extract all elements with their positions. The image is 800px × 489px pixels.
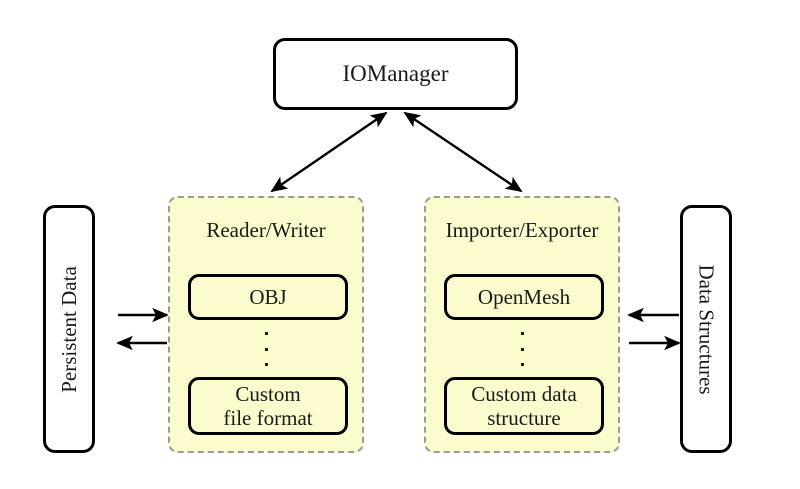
ellipsis-importer-exporter (426, 332, 618, 366)
node-data-structures-label: Data Structures (694, 263, 719, 395)
arrow-iomanager-reader-writer (270, 111, 388, 193)
node-iomanager-label: IOManager (342, 61, 449, 86)
node-iomanager[interactable]: IOManager (273, 38, 518, 110)
item-obj-label: OBJ (249, 284, 287, 309)
item-openmesh[interactable]: OpenMesh (444, 274, 604, 320)
arrow-iomanager-importer-exporter (403, 111, 523, 193)
item-obj[interactable]: OBJ (188, 274, 348, 320)
group-importer-exporter-title: Importer/Exporter (445, 218, 599, 242)
group-reader-writer-title: Reader/Writer (206, 218, 326, 242)
item-openmesh-label: OpenMesh (477, 284, 571, 309)
ellipsis-reader-writer (170, 332, 362, 366)
node-data-structures[interactable]: Data Structures (680, 205, 732, 453)
node-persistent-data-label: Persistent Data (56, 265, 81, 393)
node-persistent-data[interactable]: Persistent Data (43, 205, 95, 453)
